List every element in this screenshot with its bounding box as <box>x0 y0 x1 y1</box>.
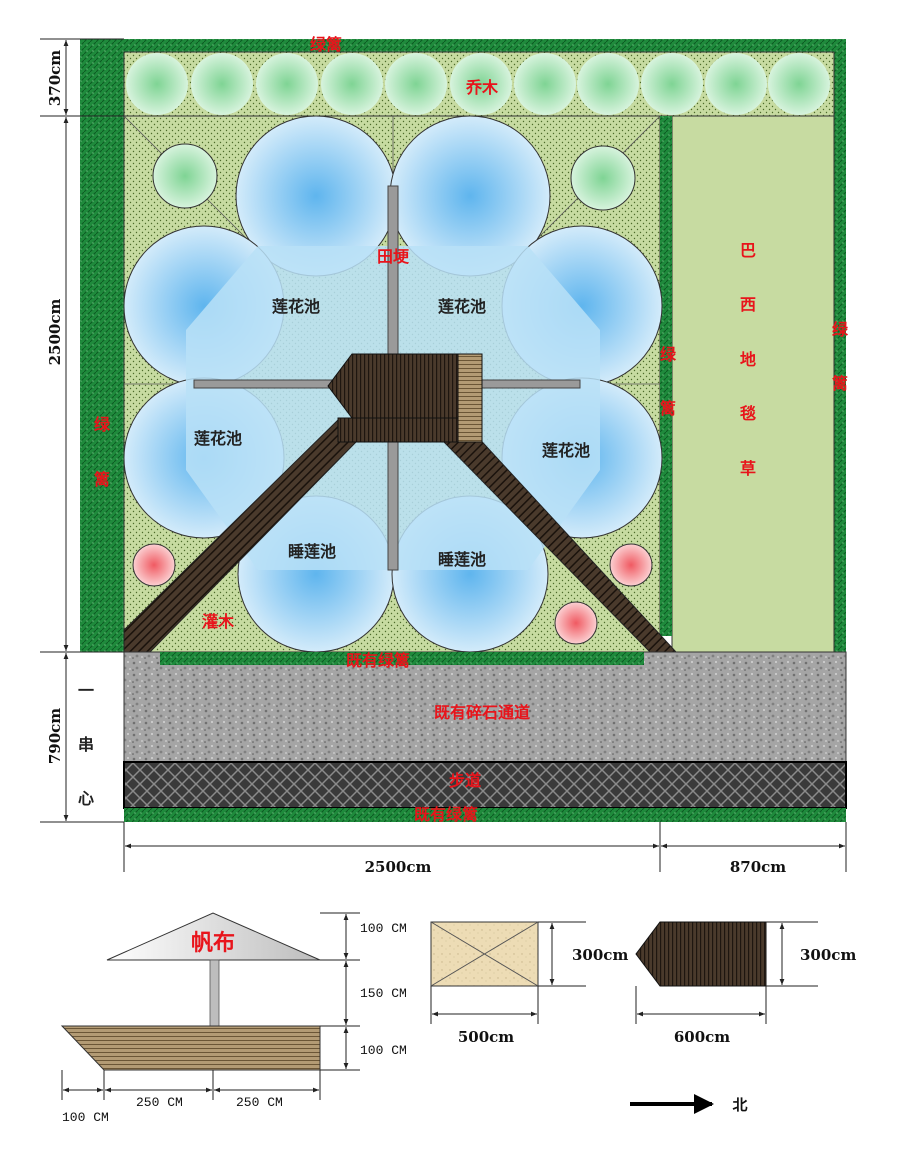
label-trees: 乔木 <box>465 78 499 97</box>
dim-width-main: 2500cm <box>365 858 432 876</box>
label-lotus-pond-1: 莲花池 <box>272 297 320 316</box>
label-canvas: 帆布 <box>191 930 235 956</box>
hedge-bottom <box>124 808 846 822</box>
svg-text:巴: 巴 <box>740 241 756 260</box>
svg-text:地: 地 <box>740 350 756 369</box>
label-water-lily-pond-2: 睡莲池 <box>438 550 486 569</box>
label-hedge-left: 绿 篱 <box>94 415 111 489</box>
svg-text:一: 一 <box>78 681 94 700</box>
pavilion-width-1: 100 CM <box>62 1110 109 1125</box>
label-hedge-right: 绿 篱 <box>832 320 849 393</box>
sandbox-dimension-lines <box>430 921 586 1024</box>
lawn-area <box>671 115 835 653</box>
hedge-middle <box>660 116 672 636</box>
svg-text:绿: 绿 <box>660 345 677 364</box>
hedge-left <box>80 39 124 652</box>
sandbox-legend <box>430 921 539 987</box>
hedge-top <box>80 39 846 52</box>
label-lawn: 巴 西 地 毯 草 <box>740 241 756 478</box>
label-hedge-top: 绿篱 <box>310 35 342 54</box>
svg-text:绿: 绿 <box>94 415 111 434</box>
hedge-right <box>834 52 846 652</box>
shrub-1 <box>132 543 176 587</box>
deck-dimension-lines <box>635 921 818 1024</box>
central-deck <box>327 353 483 443</box>
label-existing-hedge-bottom: 既有绿篱 <box>414 805 478 824</box>
sandbox-dim-height: 300cm <box>572 946 628 964</box>
label-lotus-pond-3: 莲花池 <box>194 429 242 448</box>
svg-text:毯: 毯 <box>740 404 756 423</box>
pavilion-dimension-lines <box>61 912 360 1100</box>
dim-bottom: 790cm <box>46 708 64 764</box>
label-lotus-pond-2: 莲花池 <box>438 297 486 316</box>
sandbox-dim-width: 500cm <box>458 1028 514 1046</box>
gravel-path <box>123 651 847 763</box>
pavilion-width-2: 250 CM <box>136 1095 183 1110</box>
dimension-lines <box>40 38 847 872</box>
walkway <box>123 761 847 809</box>
label-hedge-middle: 绿 篱 <box>660 345 677 418</box>
tree-row-circles <box>126 53 830 115</box>
svg-text:绿: 绿 <box>832 320 849 339</box>
svg-text:篱: 篱 <box>660 399 676 418</box>
svg-text:串: 串 <box>78 735 94 754</box>
svg-text:篱: 篱 <box>94 470 110 489</box>
pavilion-width-3: 250 CM <box>236 1095 283 1110</box>
shrub-2 <box>609 543 653 587</box>
label-shrub: 灌木 <box>202 612 235 631</box>
tree-small-left <box>152 143 218 209</box>
side-text: 一 串 心 <box>78 681 94 808</box>
dim-main: 2500cm <box>46 299 64 366</box>
deck-dim-width: 600cm <box>674 1028 730 1046</box>
deck-legend <box>635 921 767 987</box>
dim-top: 370cm <box>46 50 64 106</box>
label-gravel-path: 既有碎石通道 <box>434 703 530 722</box>
shrub-3 <box>554 601 598 645</box>
existing-hedge-strip-top <box>160 652 644 665</box>
label-existing-hedge: 既有绿篱 <box>346 651 410 670</box>
svg-text:西: 西 <box>740 295 756 314</box>
tree-small-right <box>570 145 636 211</box>
pavilion-dim-roof: 100 CM <box>360 921 407 936</box>
svg-text:篱: 篱 <box>832 374 848 393</box>
label-water-lily-pond-1: 睡莲池 <box>288 542 336 561</box>
pavilion-dim-pole: 150 CM <box>360 986 407 1001</box>
dim-width-side: 870cm <box>730 858 786 876</box>
pavilion-dim-base: 100 CM <box>360 1043 407 1058</box>
svg-text:草: 草 <box>740 459 756 478</box>
svg-text:心: 心 <box>78 789 94 808</box>
label-walkway: 步道 <box>449 771 481 790</box>
label-lotus-pond-4: 莲花池 <box>542 441 590 460</box>
pavilion-legend <box>60 912 321 1071</box>
deck-dim-height: 300cm <box>800 946 856 964</box>
north-label: 北 <box>732 1096 747 1114</box>
label-ridge: 田埂 <box>377 247 410 266</box>
